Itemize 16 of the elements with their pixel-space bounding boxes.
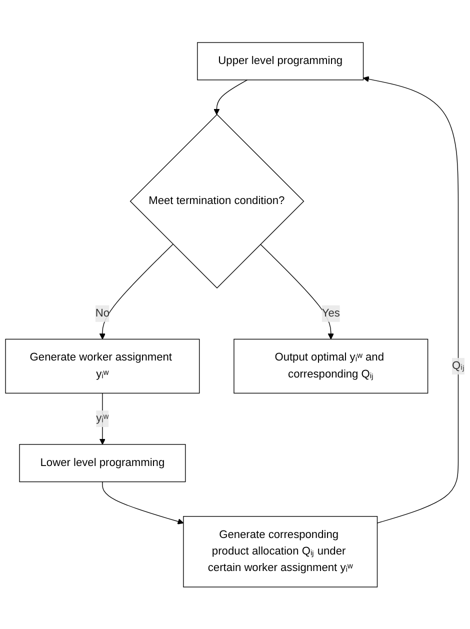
node-box: Generate worker assignment yᵢʷ — [5, 338, 200, 394]
node-box: Output optimal yᵢʷ and corresponding Qᵢⱼ — [234, 338, 428, 394]
node-diamond: Meet termination condition? — [130, 114, 304, 288]
arrow — [363, 76, 459, 524]
arrow — [102, 481, 184, 524]
edge-label: yᵢʷ — [96, 412, 109, 424]
arrow — [260, 244, 334, 340]
arrow — [214, 79, 248, 115]
arrow — [99, 244, 174, 340]
node-box: Lower level programming — [19, 444, 186, 482]
edge-label: Yes — [322, 307, 340, 319]
edge-label: No — [95, 307, 110, 319]
node-box: Generate corresponding product allocation Qᵢⱼ under certain worker assignment yᵢʷ — [183, 516, 378, 588]
edge-label: Qᵢⱼ — [452, 360, 464, 372]
arrow — [99, 392, 106, 444]
node-box: Upper level programming — [197, 42, 364, 80]
